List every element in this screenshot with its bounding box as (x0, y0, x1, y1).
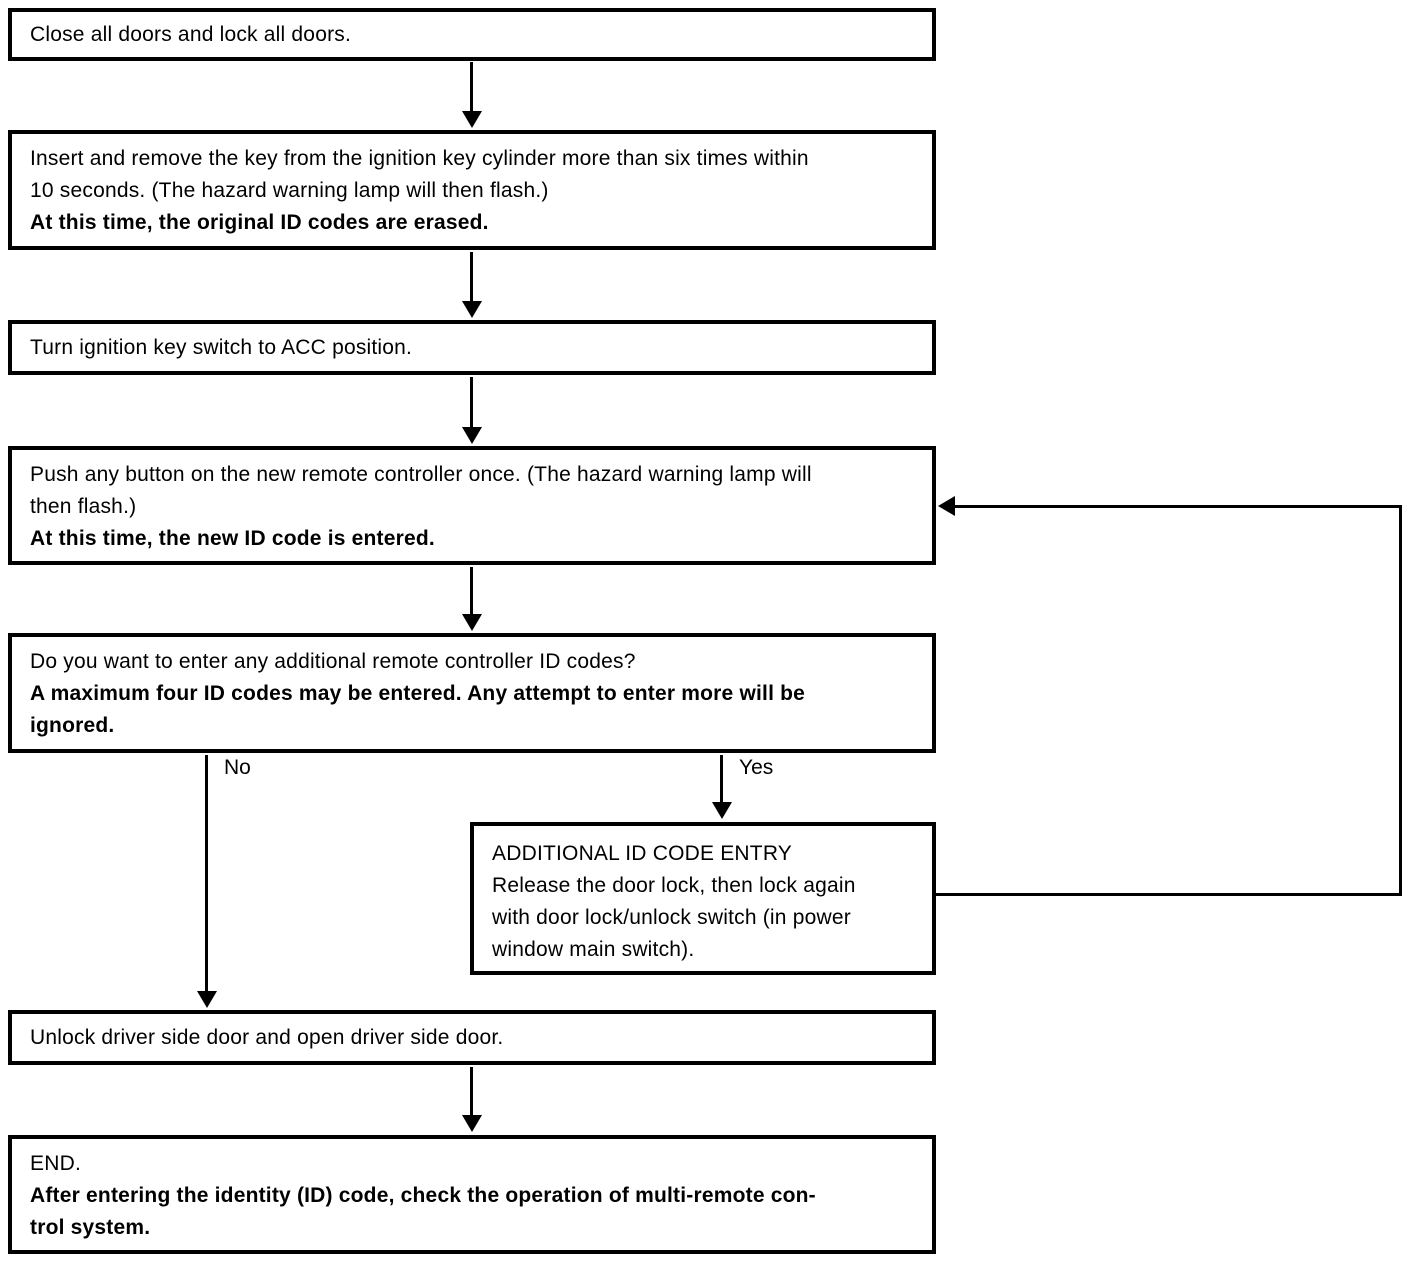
step-text: Unlock driver side door and open driver … (30, 1025, 504, 1049)
step-additional-codes-question-box: Do you want to enter any additional remo… (8, 633, 936, 753)
step-text-bold: At this time, the new ID code is entered… (30, 527, 435, 550)
step-text-bold: After entering the identity (ID) code, c… (30, 1184, 816, 1239)
step-insert-remove-key-box: Insert and remove the key from the ignit… (8, 130, 936, 250)
step-end-box: END. After entering the identity (ID) co… (8, 1135, 936, 1254)
step-text: Insert and remove the key from the ignit… (30, 147, 809, 202)
arrow-down-icon (462, 427, 482, 444)
step-text: Close all doors and lock all doors. (30, 22, 351, 46)
step-text-bold: At this time, the original ID codes are … (30, 211, 489, 234)
arrow-down-icon (712, 802, 732, 819)
step-additional-id-entry-box: ADDITIONAL ID CODE ENTRY Release the doo… (470, 822, 936, 975)
arrow-down-icon (462, 614, 482, 631)
branch-no-label: No (221, 756, 254, 780)
step-push-button-box: Push any button on the new remote contro… (8, 446, 936, 565)
branch-no-line (205, 755, 208, 993)
step-text: Release the door lock, then lock again w… (492, 874, 856, 961)
branch-yes-line (720, 755, 723, 803)
step-turn-ignition-acc-box: Turn ignition key switch to ACC position… (8, 320, 936, 375)
feedback-line-bottom (936, 893, 1402, 896)
feedback-line-right (1399, 505, 1402, 896)
step-text-bold: A maximum four ID codes may be entered. … (30, 682, 806, 737)
connector-line (470, 1067, 473, 1116)
connector-line (470, 377, 473, 428)
arrow-down-icon (462, 301, 482, 318)
arrow-down-icon (462, 111, 482, 128)
connector-line (470, 62, 473, 114)
step-text: Push any button on the new remote contro… (30, 463, 812, 518)
arrow-down-icon (197, 991, 217, 1008)
branch-yes-label: Yes (736, 756, 777, 780)
step-title: ADDITIONAL ID CODE ENTRY (492, 842, 793, 865)
connector-line (470, 252, 473, 303)
arrow-left-icon (938, 496, 955, 516)
step-text: Turn ignition key switch to ACC position… (30, 335, 413, 359)
arrow-down-icon (462, 1115, 482, 1132)
step-text: END. (30, 1152, 81, 1175)
connector-line (470, 567, 473, 615)
step-close-lock-doors-box: Close all doors and lock all doors. (8, 8, 936, 61)
feedback-line-top (954, 505, 1402, 508)
step-text: Do you want to enter any additional remo… (30, 650, 636, 673)
step-unlock-open-door-box: Unlock driver side door and open driver … (8, 1010, 936, 1065)
